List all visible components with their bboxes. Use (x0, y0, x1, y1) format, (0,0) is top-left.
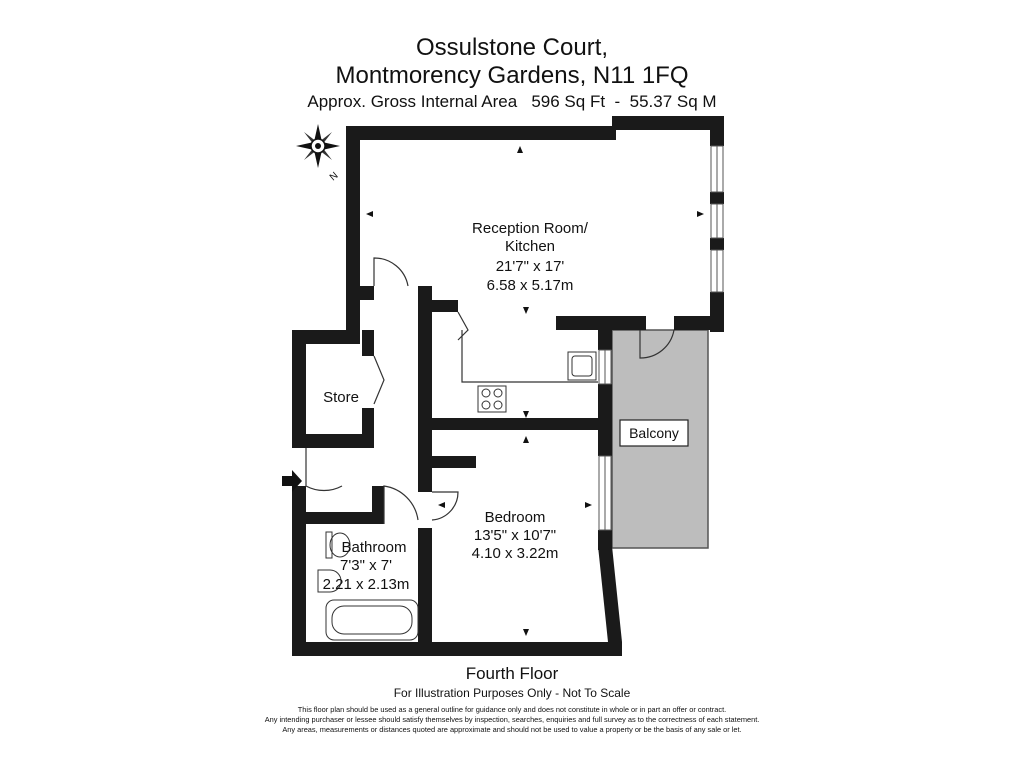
walls (292, 116, 724, 656)
store-label: Store (323, 389, 359, 406)
compass-icon (296, 124, 340, 168)
disclaimer-line-3: Any areas, measurements or distances quo… (282, 725, 742, 734)
bedroom-name: Bedroom (485, 509, 546, 526)
bathroom-imperial: 7'3" x 7' (340, 557, 392, 574)
area-separator: - (614, 92, 621, 111)
doors (305, 257, 675, 524)
bathroom-fittings (317, 531, 419, 641)
bathroom-label: Bathroom 7'3" x 7' 2.21 x 2.13m (323, 539, 410, 593)
disclaimer-line-1: This floor plan should be used as a gene… (297, 705, 727, 714)
illustration-note: For Illustration Purposes Only - Not To … (393, 686, 631, 700)
windows (598, 145, 724, 531)
floor-label: Fourth Floor (465, 664, 559, 683)
disclaimer-line-2: Any intending purchaser or lessee should… (264, 715, 760, 724)
entrance-arrow-icon (282, 470, 302, 492)
address-line-2: Montmorency Gardens, N11 1FQ (335, 62, 689, 89)
reception-name-2: Kitchen (505, 238, 555, 255)
bedroom-imperial: 13'5" x 10'7" (474, 527, 556, 544)
gross-area: Approx. Gross Internal Area 596 Sq Ft - … (0, 92, 1024, 112)
bathroom-name: Bathroom (341, 539, 406, 556)
address-line-1: Ossulstone Court, (415, 34, 609, 61)
reception-label: Reception Room/ Kitchen 21'7" x 17' 6.58… (472, 220, 589, 294)
balcony-label: Balcony (629, 425, 679, 441)
balcony-label-box (619, 419, 689, 447)
dimension-markers (366, 146, 704, 636)
compass-north-label: N (328, 170, 341, 183)
area-sqft: 596 Sq Ft (531, 92, 606, 111)
area-label: Approx. Gross Internal Area (307, 92, 518, 111)
reception-metric: 6.58 x 5.17m (487, 277, 574, 294)
bedroom-label: Bedroom 13'5" x 10'7" 4.10 x 3.22m (472, 509, 559, 562)
reception-imperial: 21'7" x 17' (496, 258, 565, 275)
bathroom-metric: 2.21 x 2.13m (323, 576, 410, 593)
area-sqm: 55.37 Sq M (629, 92, 717, 111)
reception-name: Reception Room/ (472, 220, 589, 237)
bedroom-metric: 4.10 x 3.22m (472, 545, 559, 562)
kitchen-fittings (477, 351, 597, 413)
